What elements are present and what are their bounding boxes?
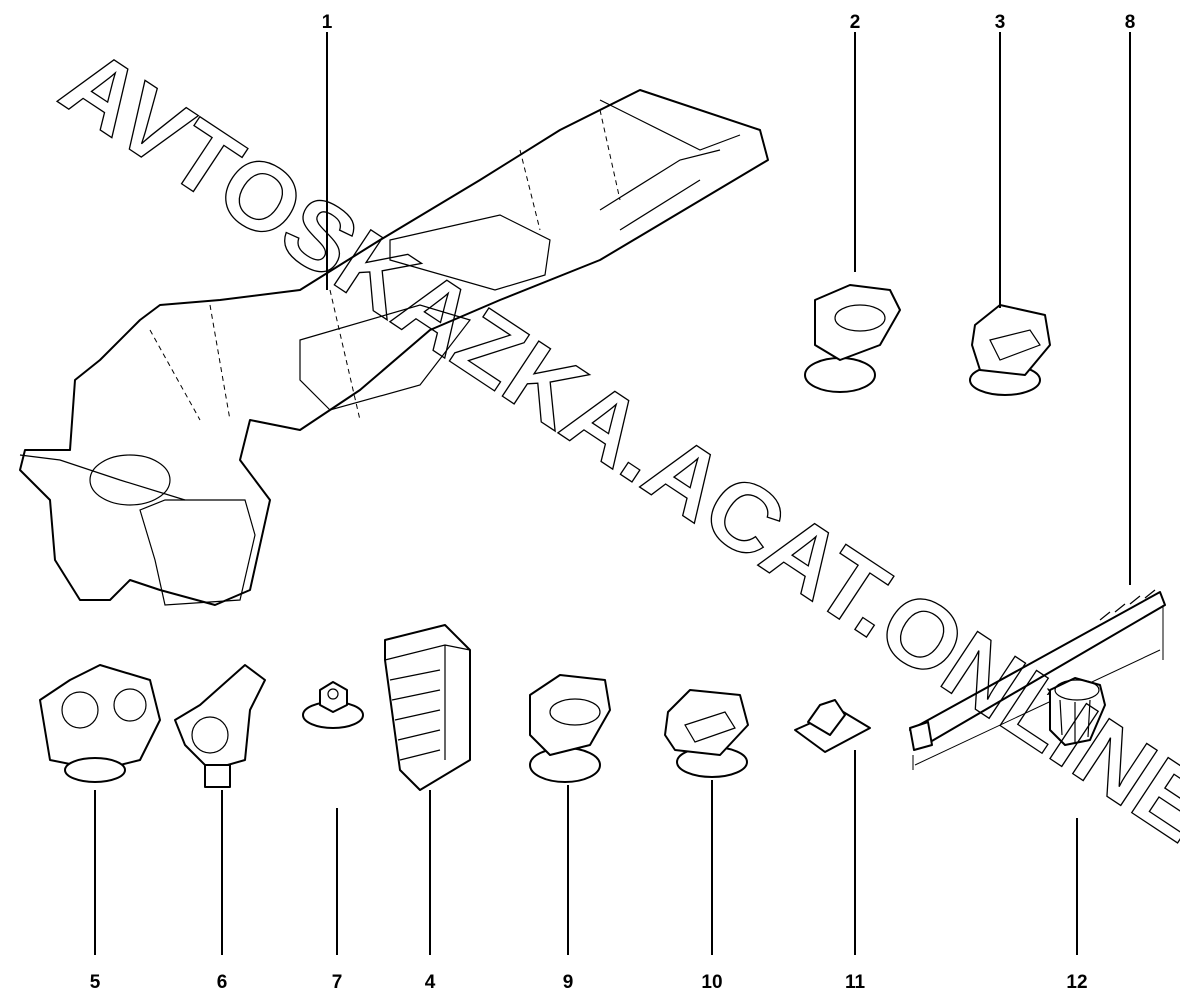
- callout-5: 5: [90, 972, 101, 993]
- callout-4: 4: [425, 972, 436, 993]
- leader-lines: [94, 32, 1131, 955]
- part-3-clip: [969, 304, 1051, 396]
- callout-2: 2: [850, 12, 861, 33]
- callout-3: 3: [995, 12, 1006, 33]
- callout-6: 6: [217, 972, 228, 993]
- callout-8: 8: [1125, 12, 1136, 33]
- callout-1: 1: [322, 12, 333, 33]
- part-1-harness-conduit: [19, 89, 769, 606]
- part-6-clip: [174, 664, 266, 788]
- part-10-clip: [664, 689, 749, 778]
- callout-12: 12: [1066, 972, 1087, 993]
- callout-7: 7: [332, 972, 343, 993]
- part-12-grommet: [1049, 677, 1106, 746]
- part-4-connector-block: [384, 624, 471, 791]
- part-2-clip: [804, 284, 901, 393]
- part-5-double-clip: [39, 664, 161, 783]
- part-7-flange-nut: [302, 681, 364, 729]
- callout-11: 11: [845, 972, 866, 993]
- part-11-clip: [794, 699, 871, 753]
- callout-10: 10: [701, 972, 722, 993]
- part-9-clip: [529, 674, 611, 783]
- part-8-cable-tie: [909, 589, 1166, 770]
- callout-9: 9: [563, 972, 574, 993]
